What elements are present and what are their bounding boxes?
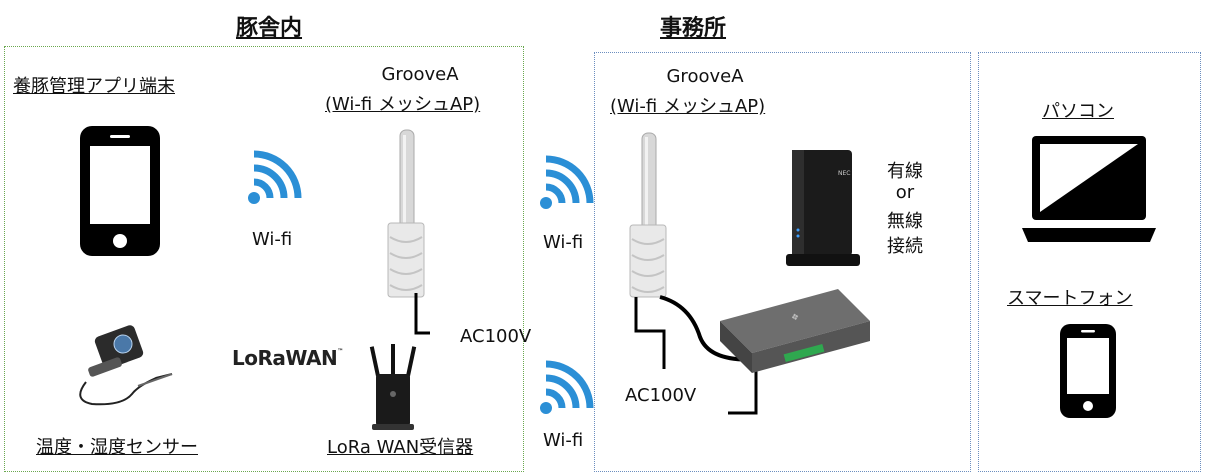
office-zone bbox=[594, 52, 971, 472]
ac-label-office: AC100V bbox=[625, 385, 697, 406]
barn-zone bbox=[4, 46, 524, 472]
wifi-icon bbox=[540, 360, 594, 414]
router-icon bbox=[786, 150, 860, 266]
groovea-title-barn: GrooveA bbox=[381, 64, 459, 85]
groovea-title-office: GrooveA bbox=[666, 66, 744, 87]
groovea-sub-office: (Wi-fi メッシュAP) bbox=[610, 96, 766, 117]
mesh-ap-device-office: ❖ bbox=[629, 132, 870, 415]
router-brand: NEC bbox=[838, 170, 851, 177]
clients-zone bbox=[978, 52, 1201, 472]
connection-line2: or bbox=[895, 182, 915, 203]
barn-title: 豚舎内 bbox=[236, 16, 303, 41]
connection-line4: 接続 bbox=[887, 236, 923, 257]
sensor-label: 温度・湿度センサー bbox=[36, 437, 198, 458]
lorawan-logo: LoRaWAN™ bbox=[232, 346, 343, 370]
pc-label: パソコン bbox=[1042, 101, 1114, 122]
ac-label-barn: AC100V bbox=[460, 326, 532, 347]
connection-line3: 無線 bbox=[887, 211, 923, 232]
smartphone-icon bbox=[80, 126, 160, 256]
receiver-label: LoRa WAN受信器 bbox=[327, 437, 474, 458]
laptop-icon bbox=[1022, 136, 1156, 242]
temp-humidity-sensor-icon bbox=[79, 325, 173, 406]
mesh-ap-device bbox=[387, 129, 430, 335]
wifi-icon bbox=[540, 155, 594, 209]
lorawan-tm-mark: ™ bbox=[337, 348, 343, 355]
smartphone-label: スマートフォン bbox=[1007, 288, 1133, 309]
lora-receiver-icon bbox=[369, 344, 417, 430]
connection-line1: 有線 bbox=[887, 161, 923, 182]
terminal-label: 養豚管理アプリ端末 bbox=[13, 76, 175, 97]
svg-text:❖: ❖ bbox=[790, 312, 800, 324]
office-title: 事務所 bbox=[660, 16, 727, 41]
wifi-label-lower: Wi-fi bbox=[543, 430, 584, 451]
wifi-label-upper: Wi-fi bbox=[543, 232, 584, 253]
wifi-label-barn: Wi-fi bbox=[252, 229, 293, 250]
smartphone-icon bbox=[1060, 324, 1116, 418]
wifi-icon bbox=[248, 150, 302, 204]
lorawan-logo-text: LoRaWAN bbox=[232, 346, 338, 370]
groovea-sub-barn: (Wi-fi メッシュAP) bbox=[325, 94, 481, 115]
